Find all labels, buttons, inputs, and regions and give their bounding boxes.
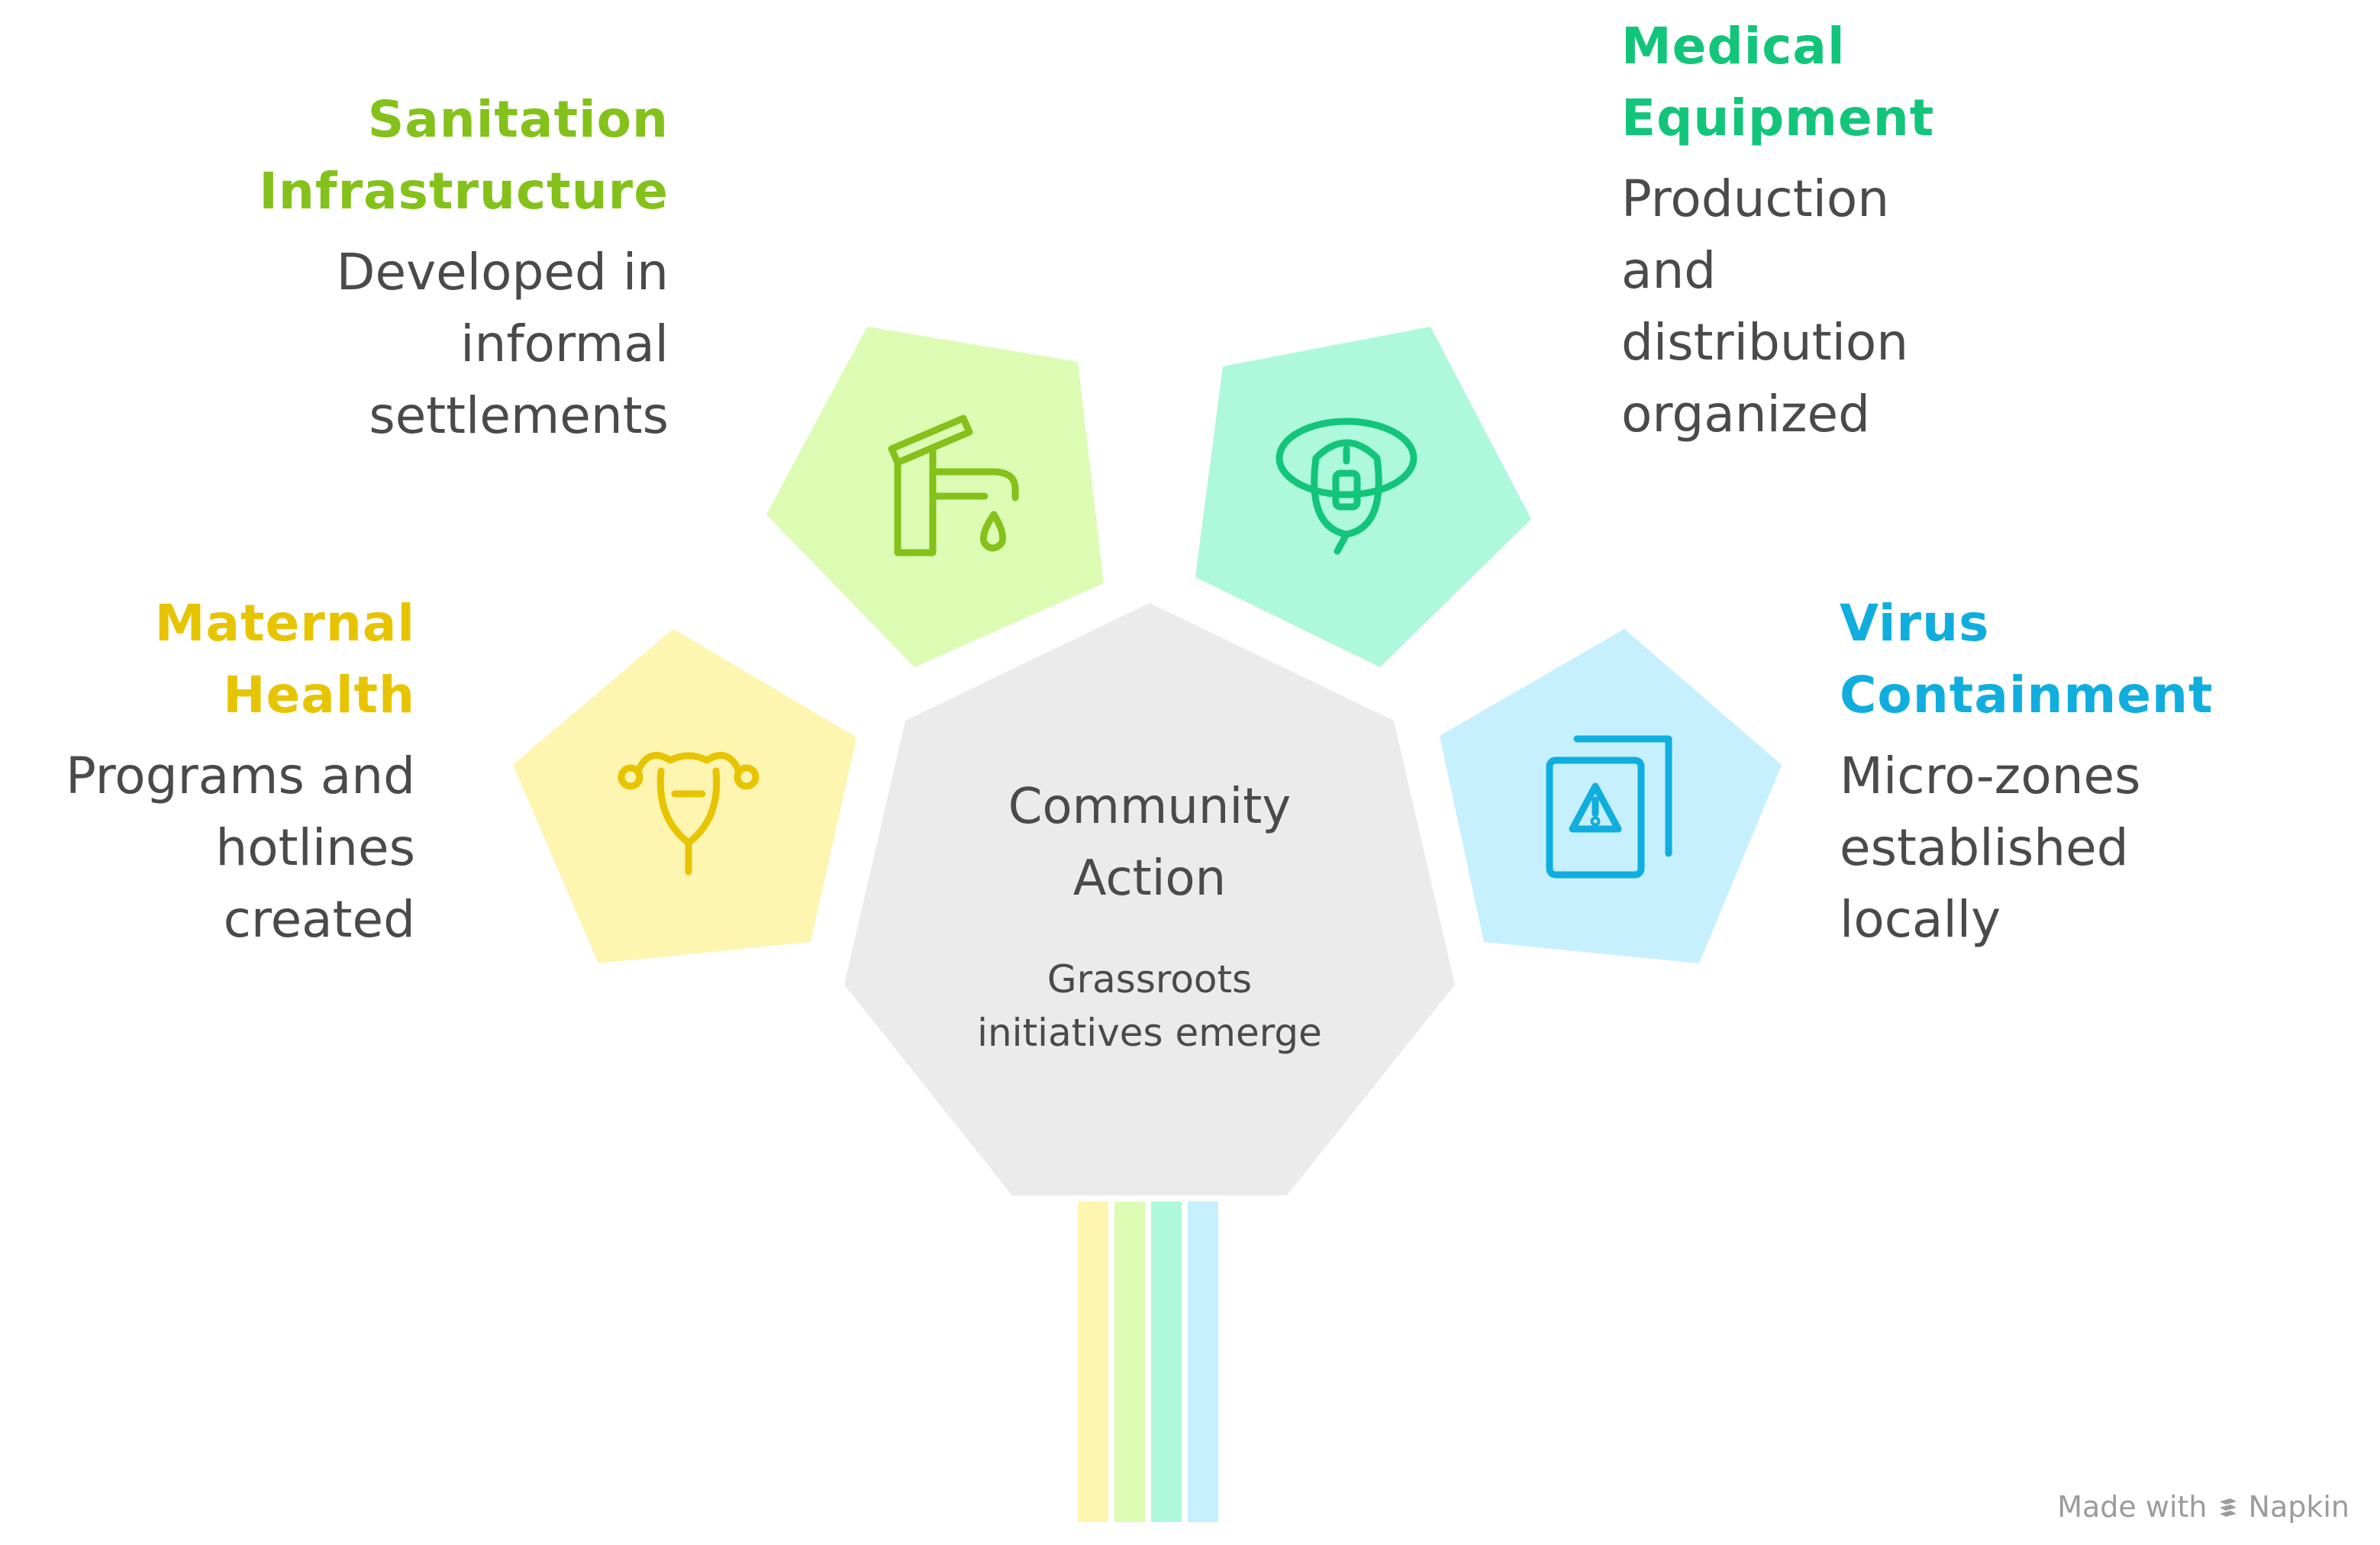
sanitation-infrastructure-title: Sanitation Infrastructure: [259, 84, 669, 227]
virus-containment-block: Virus Containment Micro-zones establishe…: [1840, 588, 2214, 956]
title-line: Action: [1072, 850, 1227, 907]
title-line: Maternal: [154, 594, 415, 653]
maternal-health-title: Maternal Health: [66, 588, 415, 731]
stem-bar-medical: [1151, 1201, 1182, 1522]
watermark-brand: Napkin: [2248, 1490, 2349, 1524]
desc-line: settlements: [369, 386, 669, 445]
desc-line: created: [223, 890, 415, 949]
center-text: Community Action Grassroots initiatives …: [905, 771, 1394, 1060]
center-title: Community Action: [905, 771, 1394, 914]
desc-line: Developed in: [336, 243, 669, 302]
center-heptagon: [844, 603, 1455, 1195]
medical-equipment-title: Medical Equipment: [1621, 11, 1934, 154]
center-description: Grassroots initiatives emerge: [905, 953, 1394, 1060]
desc-line: Grassroots: [1046, 957, 1253, 1002]
stem-bar-sanitation: [1114, 1201, 1145, 1522]
oxygen-mask-icon: [1275, 418, 1417, 555]
desc-line: distribution: [1621, 313, 1909, 372]
desc-line: organized: [1621, 385, 1871, 444]
sanitation-infrastructure-block: Sanitation Infrastructure Developed in i…: [259, 84, 669, 452]
desc-line: initiatives emerge: [977, 1011, 1322, 1055]
title-line: Sanitation: [367, 90, 669, 149]
maternal-health-description: Programs and hotlines created: [66, 740, 415, 956]
title-line: Virus: [1840, 594, 1990, 653]
napkin-logo-icon: [2219, 1498, 2236, 1517]
virus-containment-title: Virus Containment: [1840, 588, 2214, 731]
napkin-watermark: Made with Napkin: [2057, 1490, 2349, 1524]
title-line: Community: [1008, 779, 1292, 835]
stem-bar-virus: [1188, 1201, 1218, 1522]
desc-line: informal: [460, 314, 669, 373]
desc-line: and: [1621, 241, 1717, 300]
warning-document-icon: [1546, 735, 1672, 879]
virus-containment-pentagon: [1440, 629, 1782, 963]
desc-line: established: [1840, 818, 2129, 877]
title-line: Medical: [1621, 17, 1846, 76]
desc-line: locally: [1840, 890, 2001, 949]
faucet-icon: [888, 414, 1019, 556]
stem-bar-maternal: [1078, 1201, 1108, 1522]
title-line: Infrastructure: [259, 162, 669, 221]
desc-line: Micro-zones: [1840, 747, 2141, 805]
uterus-icon: [618, 752, 759, 876]
title-line: Health: [223, 666, 415, 724]
medical-equipment-block: Medical Equipment Production and distrib…: [1621, 11, 1934, 450]
desc-line: Programs and: [65, 747, 415, 805]
watermark-prefix: Made with: [2057, 1490, 2207, 1524]
medical-equipment-description: Production and distribution organized: [1621, 163, 1934, 450]
virus-containment-description: Micro-zones established locally: [1840, 740, 2214, 956]
maternal-health-block: Maternal Health Programs and hotlines cr…: [66, 588, 415, 956]
title-line: Containment: [1840, 666, 2214, 724]
desc-line: Production: [1621, 169, 1890, 228]
desc-line: hotlines: [215, 818, 415, 877]
title-line: Equipment: [1621, 89, 1935, 147]
sanitation-infrastructure-description: Developed in informal settlements: [259, 237, 669, 452]
